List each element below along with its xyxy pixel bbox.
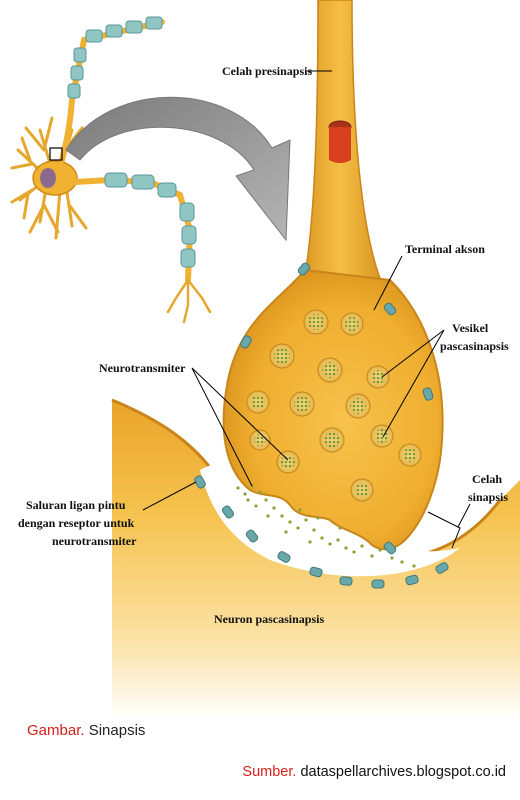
label-terminal-akson: Terminal akson bbox=[405, 242, 485, 256]
label-saluran-line2: dengan reseptor untuk bbox=[18, 516, 135, 530]
receptor-channels bbox=[194, 262, 449, 589]
label-vesikel-line1: Vesikel bbox=[452, 321, 489, 335]
source-prefix: Sumber. bbox=[242, 764, 297, 780]
caption-text: Sinapsis bbox=[88, 722, 146, 739]
axon-terminal bbox=[222, 268, 444, 551]
label-saluran-line3: neurotransmiter bbox=[52, 534, 137, 548]
vesicles bbox=[246, 309, 422, 502]
source-text: dataspellarchives.blogspot.co.id bbox=[300, 764, 506, 780]
zoom-arrow bbox=[65, 96, 291, 242]
label-neuron-pascasinapsis: Neuron pascasinapsis bbox=[214, 612, 324, 626]
label-celah-sinapsis-line2: sinapsis bbox=[468, 490, 508, 504]
label-celah-presinapsis: Celah presinapsis bbox=[222, 64, 312, 78]
label-vesikel-line2: pascasinapsis bbox=[440, 339, 509, 353]
neuron-overview bbox=[10, 16, 212, 324]
label-saluran-line1: Saluran ligan pintu bbox=[26, 498, 126, 512]
label-neurotransmiter: Neurotransmiter bbox=[99, 361, 186, 375]
labels: Celah presinapsis Terminal akson Vesikel… bbox=[18, 64, 509, 626]
leader-lines bbox=[142, 70, 471, 549]
caption-prefix: Gambar. bbox=[27, 722, 85, 739]
figure-caption: Gambar. Sinapsis bbox=[27, 722, 145, 739]
label-celah-sinapsis-line1: Celah bbox=[472, 472, 502, 486]
source-credit: Sumber. dataspellarchives.blogspot.co.id bbox=[242, 764, 506, 780]
